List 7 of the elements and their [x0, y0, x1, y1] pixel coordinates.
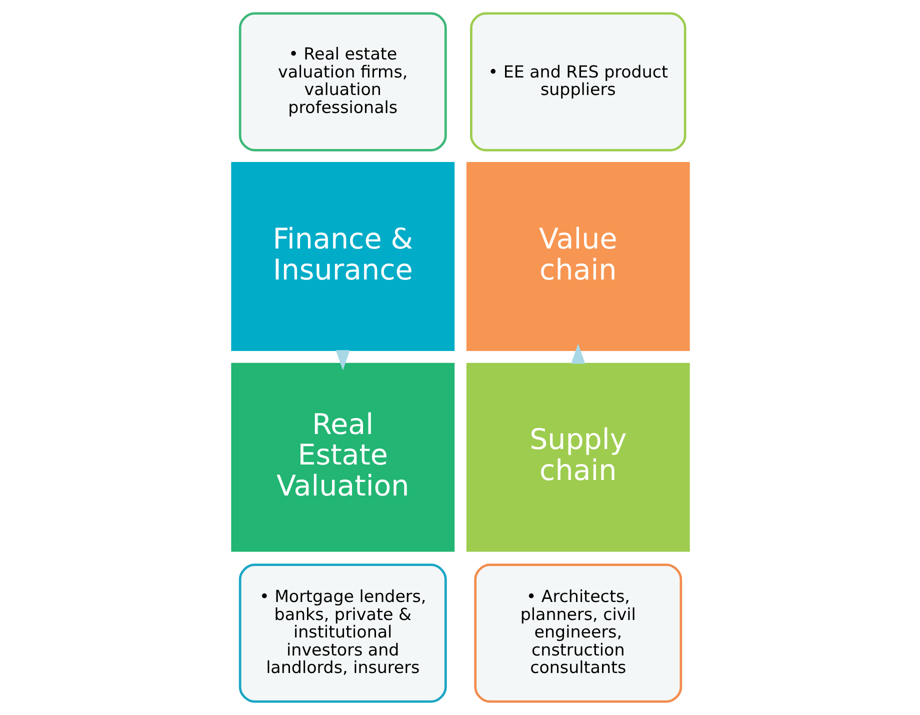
node-box: • EE and RES product suppliers	[470, 12, 686, 152]
node-box: Value chain	[466, 162, 690, 351]
node-box: • Mortgage lenders, banks, private & institutional investors and landlords, insurers	[238, 564, 446, 703]
node-box: • Architects, planners, civil engineers, cnstruction consultants	[474, 564, 682, 703]
node-box: Real Estate Valuation	[230, 362, 454, 552]
node-box: Finance & Insurance	[230, 162, 454, 351]
node-box: • Real estate valuation firms, valuation professionals	[238, 12, 446, 152]
